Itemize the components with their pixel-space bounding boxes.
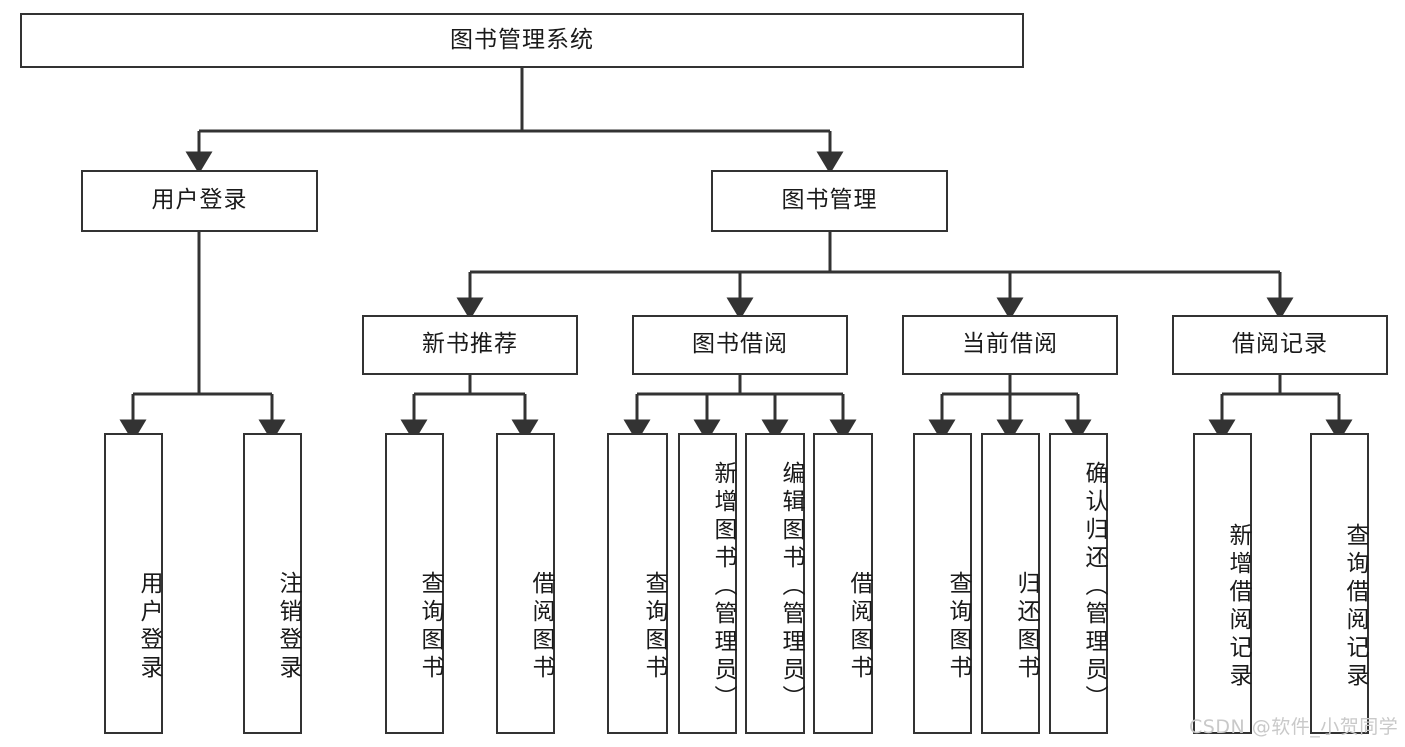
node-label: 图书管理系统 [450, 26, 594, 53]
node-leaf-borrow-book-recommend[interactable]: 借阅图书 [496, 433, 555, 734]
node-label: 用户登录 [136, 570, 162, 683]
node-leaf-borrow-book[interactable]: 借阅图书 [813, 433, 873, 734]
node-label: 编辑图书（管理员） [778, 460, 804, 713]
node-leaf-query-borrow-record[interactable]: 查询借阅记录 [1310, 433, 1369, 734]
node-root-book-management-system[interactable]: 图书管理系统 [20, 13, 1024, 68]
node-label: 新书推荐 [422, 331, 518, 358]
node-borrow-record[interactable]: 借阅记录 [1172, 315, 1388, 375]
node-label: 归还图书 [1013, 570, 1039, 683]
node-leaf-edit-book[interactable]: 编辑图书（管理员） [745, 433, 805, 734]
node-leaf-add-borrow-record[interactable]: 新增借阅记录 [1193, 433, 1252, 734]
node-leaf-user-login[interactable]: 用户登录 [104, 433, 163, 734]
node-current-borrow[interactable]: 当前借阅 [902, 315, 1118, 375]
node-label: 借阅图书 [846, 570, 872, 683]
node-label: 确认归还（管理员） [1081, 460, 1107, 713]
node-book-borrow[interactable]: 图书借阅 [632, 315, 848, 375]
node-label: 借阅图书 [528, 570, 554, 683]
node-user-login[interactable]: 用户登录 [81, 170, 318, 232]
node-label: 查询图书 [945, 570, 971, 683]
node-new-book-recommend[interactable]: 新书推荐 [362, 315, 578, 375]
node-label: 用户登录 [151, 187, 248, 214]
node-book-management[interactable]: 图书管理 [711, 170, 948, 232]
node-leaf-return-book[interactable]: 归还图书 [981, 433, 1040, 734]
node-label: 当前借阅 [962, 331, 1058, 358]
node-label: 查询图书 [417, 570, 443, 683]
node-label: 查询借阅记录 [1342, 522, 1368, 691]
node-label: 图书借阅 [692, 331, 788, 358]
node-label: 注销登录 [275, 570, 301, 683]
node-label: 查询图书 [641, 570, 667, 683]
node-leaf-query-book-recommend[interactable]: 查询图书 [385, 433, 444, 734]
node-leaf-query-book-current[interactable]: 查询图书 [913, 433, 972, 734]
node-label: 新增图书（管理员） [710, 460, 736, 713]
node-leaf-confirm-return[interactable]: 确认归还（管理员） [1049, 433, 1108, 734]
node-leaf-logout[interactable]: 注销登录 [243, 433, 302, 734]
csdn-watermark: CSDN @软件_小贺同学 [1189, 716, 1399, 738]
node-label: 借阅记录 [1232, 331, 1328, 358]
node-label: 新增借阅记录 [1225, 522, 1251, 691]
node-label: 图书管理 [781, 187, 878, 214]
node-leaf-add-book[interactable]: 新增图书（管理员） [678, 433, 737, 734]
node-leaf-query-book-borrow[interactable]: 查询图书 [607, 433, 668, 734]
